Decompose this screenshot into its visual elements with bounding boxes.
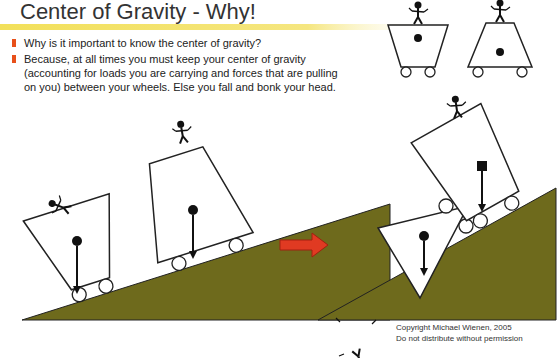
gravity-arrow (192, 215, 194, 255)
bullet-marker (12, 39, 16, 47)
cart-stable (388, 2, 448, 78)
falling-person (347, 347, 373, 358)
cart-on-slope (411, 104, 534, 238)
tipped-cart (378, 199, 473, 298)
cart-on-slope (23, 194, 137, 311)
transition-arrow (280, 233, 328, 257)
slope (318, 188, 556, 320)
person (171, 119, 194, 144)
title-bar (0, 24, 440, 30)
gravity-arrow (76, 246, 78, 290)
copyright-note: Do not distribute without permission (396, 334, 523, 344)
person (446, 94, 468, 119)
bullet-text: Because, at all times you must keep your… (24, 52, 344, 94)
bullet-text: Why is it important to know the center o… (24, 36, 344, 50)
copyright-note: Copyright Michael Wienen, 2005 (396, 323, 512, 333)
center-of-gravity (72, 236, 82, 246)
cart-on-slope (128, 140, 257, 276)
cart-wide (468, 0, 532, 77)
gravity-arrow (481, 171, 483, 208)
slide-title: Center of Gravity - Why! (20, 0, 256, 24)
impact-marks (336, 318, 376, 356)
center-of-gravity (477, 161, 487, 171)
bullet-marker (12, 55, 16, 63)
center-of-gravity (188, 205, 198, 215)
leaning-person (46, 193, 74, 219)
